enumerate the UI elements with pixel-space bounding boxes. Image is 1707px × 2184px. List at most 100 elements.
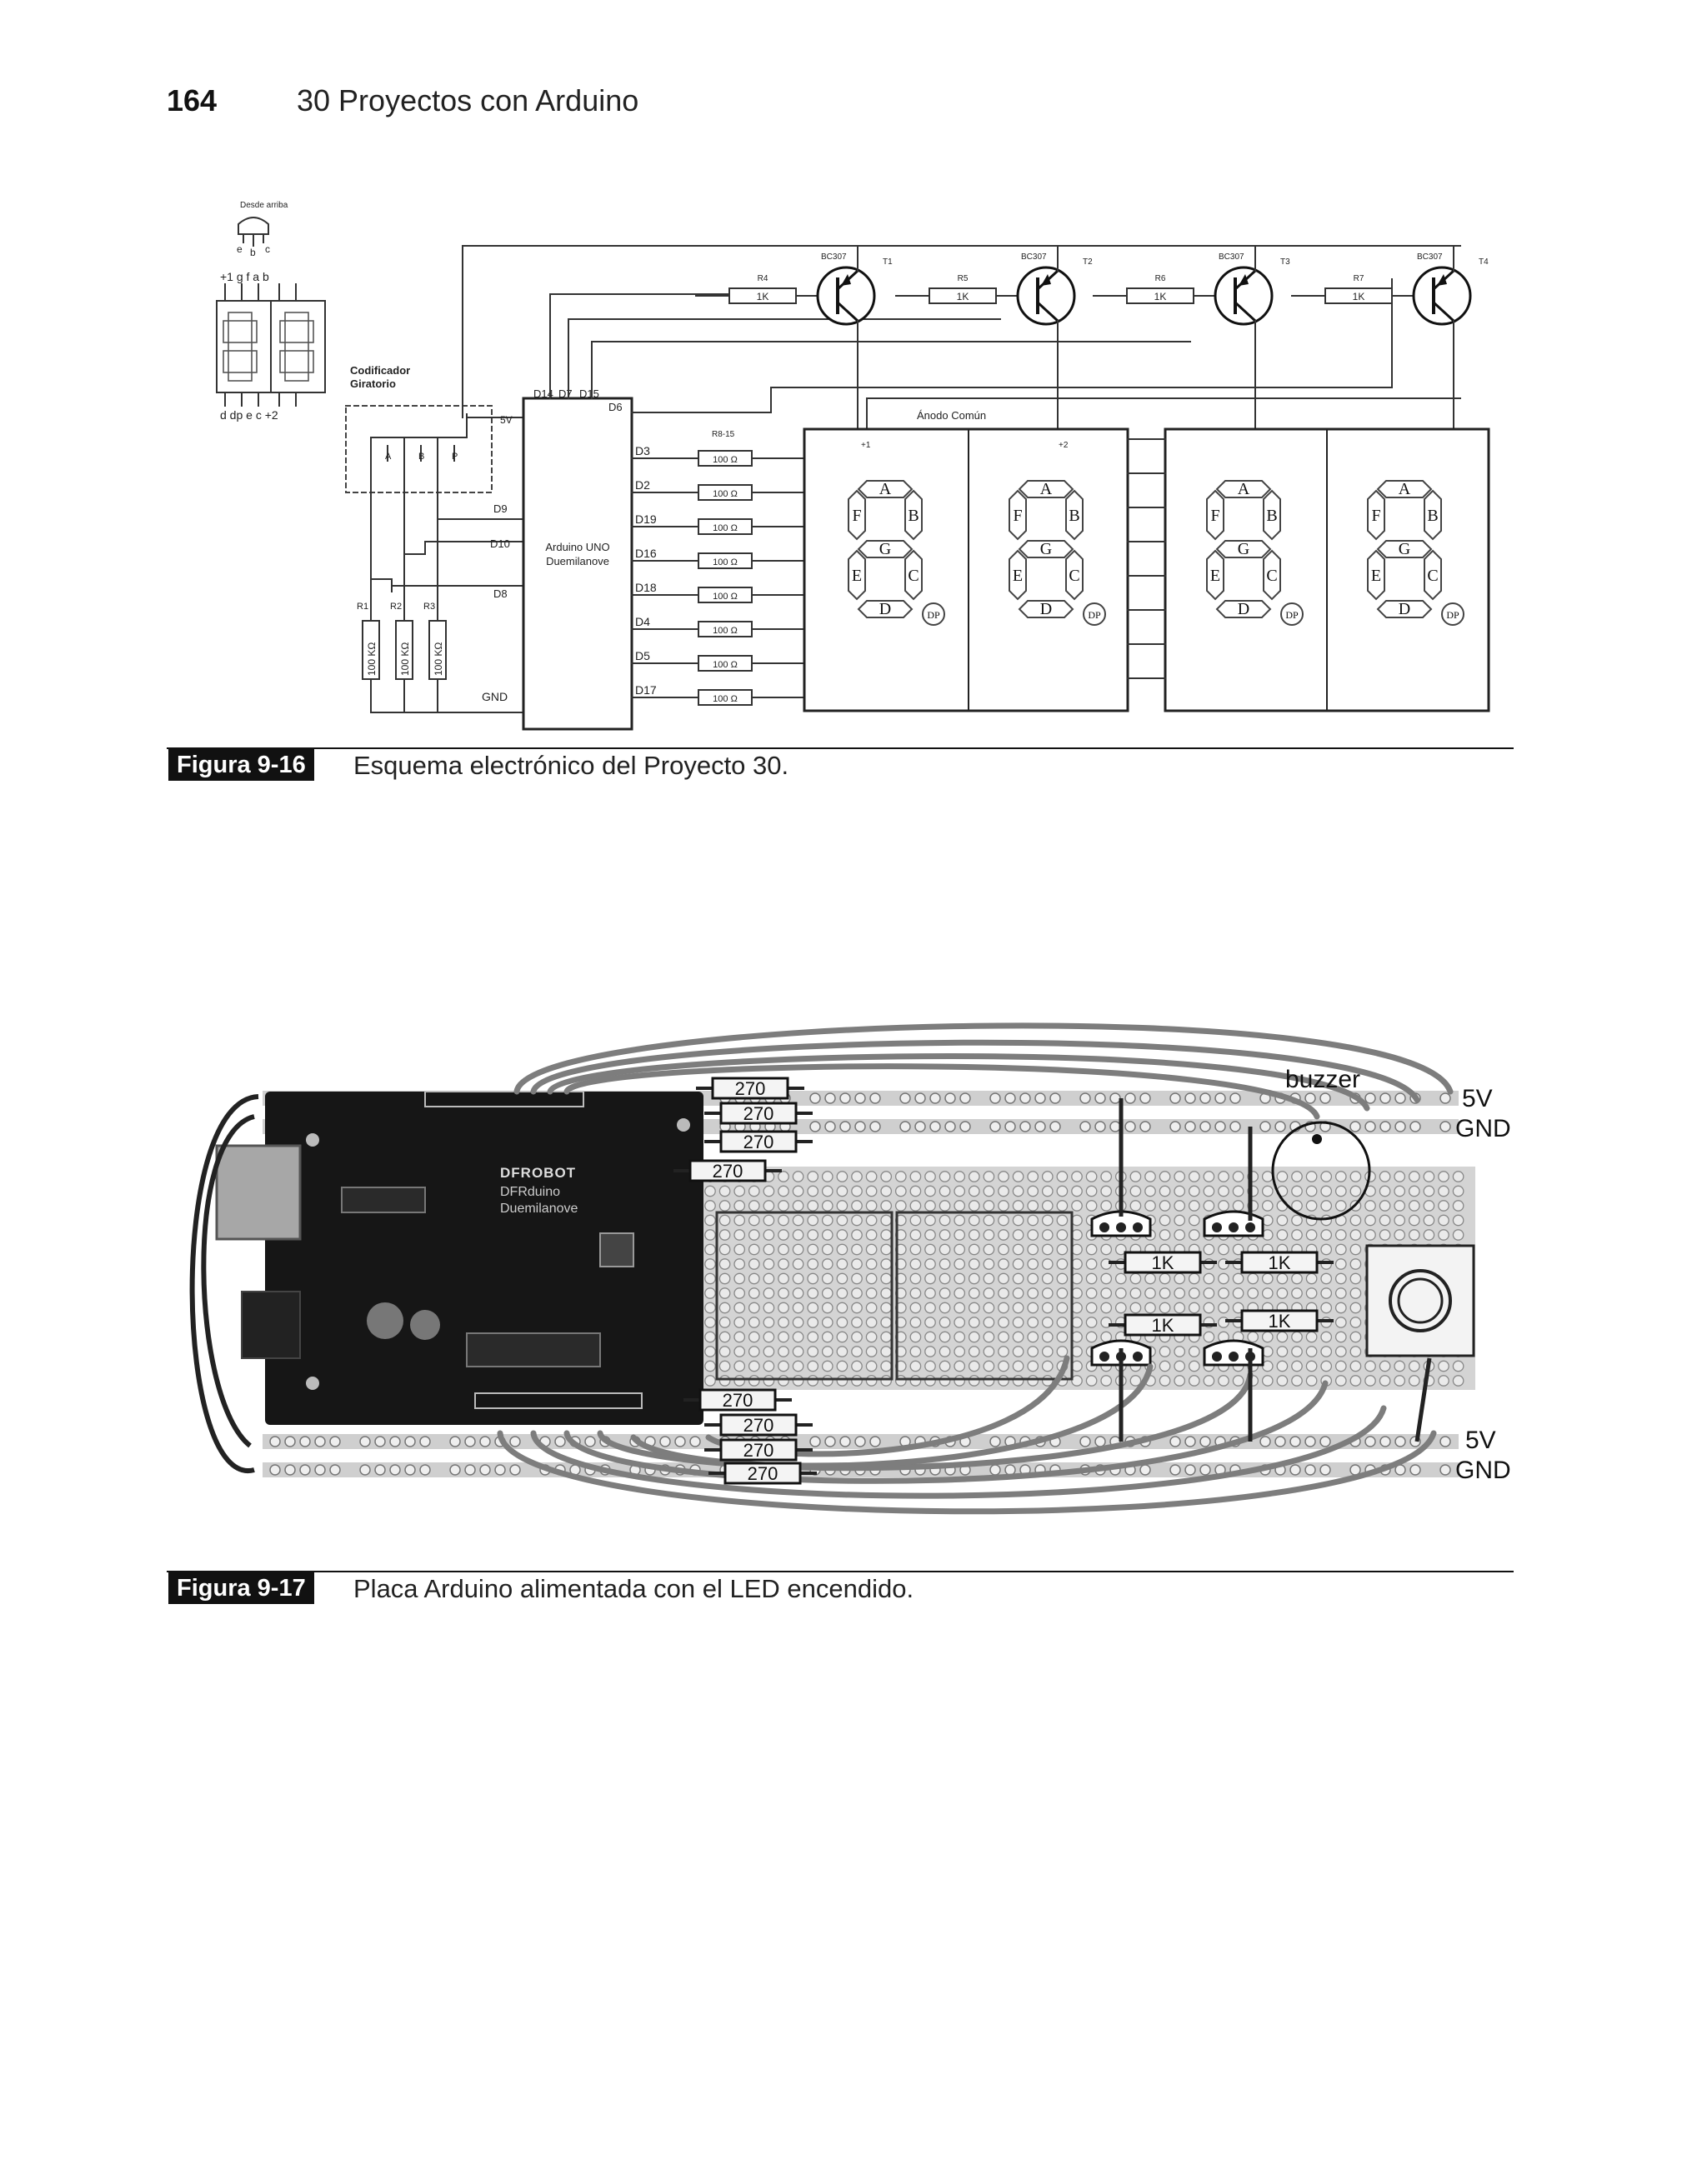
segment-a	[1215, 480, 1272, 498]
transistor-collector	[835, 300, 860, 323]
segment-b	[1263, 489, 1281, 541]
strip-hole	[1349, 1317, 1362, 1328]
strip-hole	[1261, 1200, 1274, 1212]
rail-hole	[989, 1464, 1001, 1476]
strip-hole	[1423, 1171, 1435, 1182]
resistor-1k	[1240, 1251, 1319, 1274]
segment-e	[848, 549, 866, 601]
rail-5v-bottom: 5V	[1465, 1427, 1496, 1454]
strip-hole	[1320, 1272, 1333, 1285]
strip-hole	[954, 1302, 966, 1314]
strip-hole	[1056, 1331, 1069, 1343]
strip-hole	[1334, 1317, 1347, 1328]
rail-hole	[1274, 1121, 1286, 1132]
rail-hole	[839, 1121, 851, 1132]
transistor-type: BC307	[1219, 252, 1244, 262]
strip-hole	[954, 1243, 966, 1256]
rail-hole	[854, 1436, 866, 1447]
transistor-collector	[1035, 300, 1060, 323]
pullup-r1-name: R1	[357, 602, 368, 612]
buzzer-label: buzzer	[1285, 1066, 1360, 1093]
strip-hole	[1276, 1331, 1289, 1343]
strip-hole	[792, 1214, 804, 1227]
segment-label: A	[1238, 480, 1250, 498]
buzzer	[1271, 1121, 1371, 1221]
common-anode-label: Ánodo Común	[917, 409, 986, 422]
strip-hole	[1218, 1200, 1229, 1212]
rail-hole	[1289, 1464, 1301, 1476]
strip-hole	[998, 1375, 1009, 1387]
strip-hole	[1159, 1360, 1171, 1372]
strip-hole	[1027, 1200, 1039, 1212]
strip-hole	[1305, 1331, 1318, 1343]
pin-d5: D5	[635, 649, 650, 662]
strip-hole	[1349, 1302, 1362, 1314]
jumper-wire	[530, 1039, 1420, 1103]
segment-label: F	[1013, 507, 1022, 525]
segment-resistor-value: 100 Ω	[713, 489, 738, 499]
rail-hole	[809, 1436, 821, 1447]
rail-hole	[1169, 1436, 1181, 1447]
mini-segment	[279, 350, 286, 373]
strip-hole	[1174, 1346, 1186, 1357]
strip-hole	[954, 1360, 966, 1372]
rail-hole	[1019, 1092, 1031, 1104]
strip-hole	[909, 1302, 922, 1314]
strip-hole	[1071, 1243, 1083, 1256]
strip-hole	[1276, 1375, 1289, 1387]
strip-hole	[983, 1171, 995, 1182]
rail-hole	[404, 1436, 416, 1447]
segment-label: DP	[1285, 609, 1299, 621]
strip-hole	[1408, 1171, 1420, 1182]
strip-hole	[1188, 1185, 1200, 1197]
resistor-name: R5	[958, 274, 969, 283]
rail-hole	[944, 1092, 956, 1104]
figure-caption-text: Esquema electrónico del Proyecto 30.	[353, 751, 789, 780]
resistor-label: 270	[723, 1390, 753, 1411]
strip-hole	[1349, 1243, 1362, 1256]
strip-hole	[1071, 1331, 1083, 1343]
strip-hole	[1085, 1272, 1098, 1285]
strip-hole	[983, 1317, 995, 1328]
rail-hole	[299, 1464, 311, 1476]
strip-hole	[807, 1346, 819, 1357]
strip-hole	[1232, 1375, 1244, 1387]
strip-hole	[1174, 1302, 1186, 1314]
strip-hole	[939, 1185, 951, 1197]
strip-hole	[1012, 1375, 1024, 1387]
rail-hole	[1139, 1092, 1151, 1104]
segment-g	[857, 540, 914, 558]
decimal-point-icon	[1083, 602, 1106, 626]
strip-hole	[836, 1287, 848, 1299]
strip-hole	[1056, 1317, 1069, 1328]
strip-hole	[1071, 1214, 1083, 1227]
strip-hole	[939, 1200, 951, 1212]
transistor-arrow-icon	[841, 274, 851, 286]
strip-hole	[954, 1346, 966, 1357]
rail-hole	[1079, 1092, 1091, 1104]
strip-hole	[1174, 1171, 1186, 1182]
arduino-label-1: Arduino UNO	[545, 541, 609, 553]
strip-hole	[909, 1200, 922, 1212]
strip-hole	[1056, 1185, 1069, 1197]
strip-hole	[968, 1258, 980, 1270]
strip-hole	[1027, 1360, 1039, 1372]
strip-hole	[821, 1375, 833, 1387]
strip-hole	[1276, 1287, 1289, 1299]
strip-hole	[718, 1331, 731, 1343]
strip-hole	[998, 1200, 1009, 1212]
strip-hole	[983, 1272, 995, 1285]
rail-hole	[1169, 1464, 1181, 1476]
rail-hole	[359, 1464, 371, 1476]
strip-hole	[983, 1185, 995, 1197]
rail-hole	[824, 1121, 836, 1132]
strip-hole	[1203, 1272, 1215, 1285]
strip-hole	[778, 1185, 789, 1197]
strip-hole	[983, 1287, 995, 1299]
segment-label: G	[1399, 540, 1410, 558]
decimal-point-icon	[1441, 602, 1464, 626]
rail-hole	[1184, 1092, 1196, 1104]
rail-hole	[1349, 1121, 1361, 1132]
transistor-name: T3	[1280, 257, 1290, 267]
strip-hole	[983, 1346, 995, 1357]
